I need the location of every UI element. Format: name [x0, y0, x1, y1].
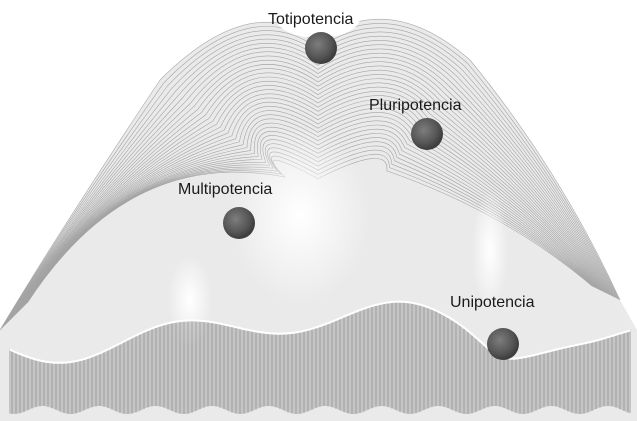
totipotencia-label: Totipotencia [268, 11, 353, 28]
pluripotencia-ball [411, 118, 443, 150]
pluripotencia-label: Pluripotencia [369, 97, 462, 114]
unipotencia-label: Unipotencia [450, 294, 535, 311]
right-valley-highlight [472, 190, 508, 310]
multipotencia-label: Multipotencia [178, 181, 272, 198]
totipotencia-ball [305, 32, 337, 64]
multipotencia-ball [223, 207, 255, 239]
unipotencia-ball [487, 328, 519, 360]
